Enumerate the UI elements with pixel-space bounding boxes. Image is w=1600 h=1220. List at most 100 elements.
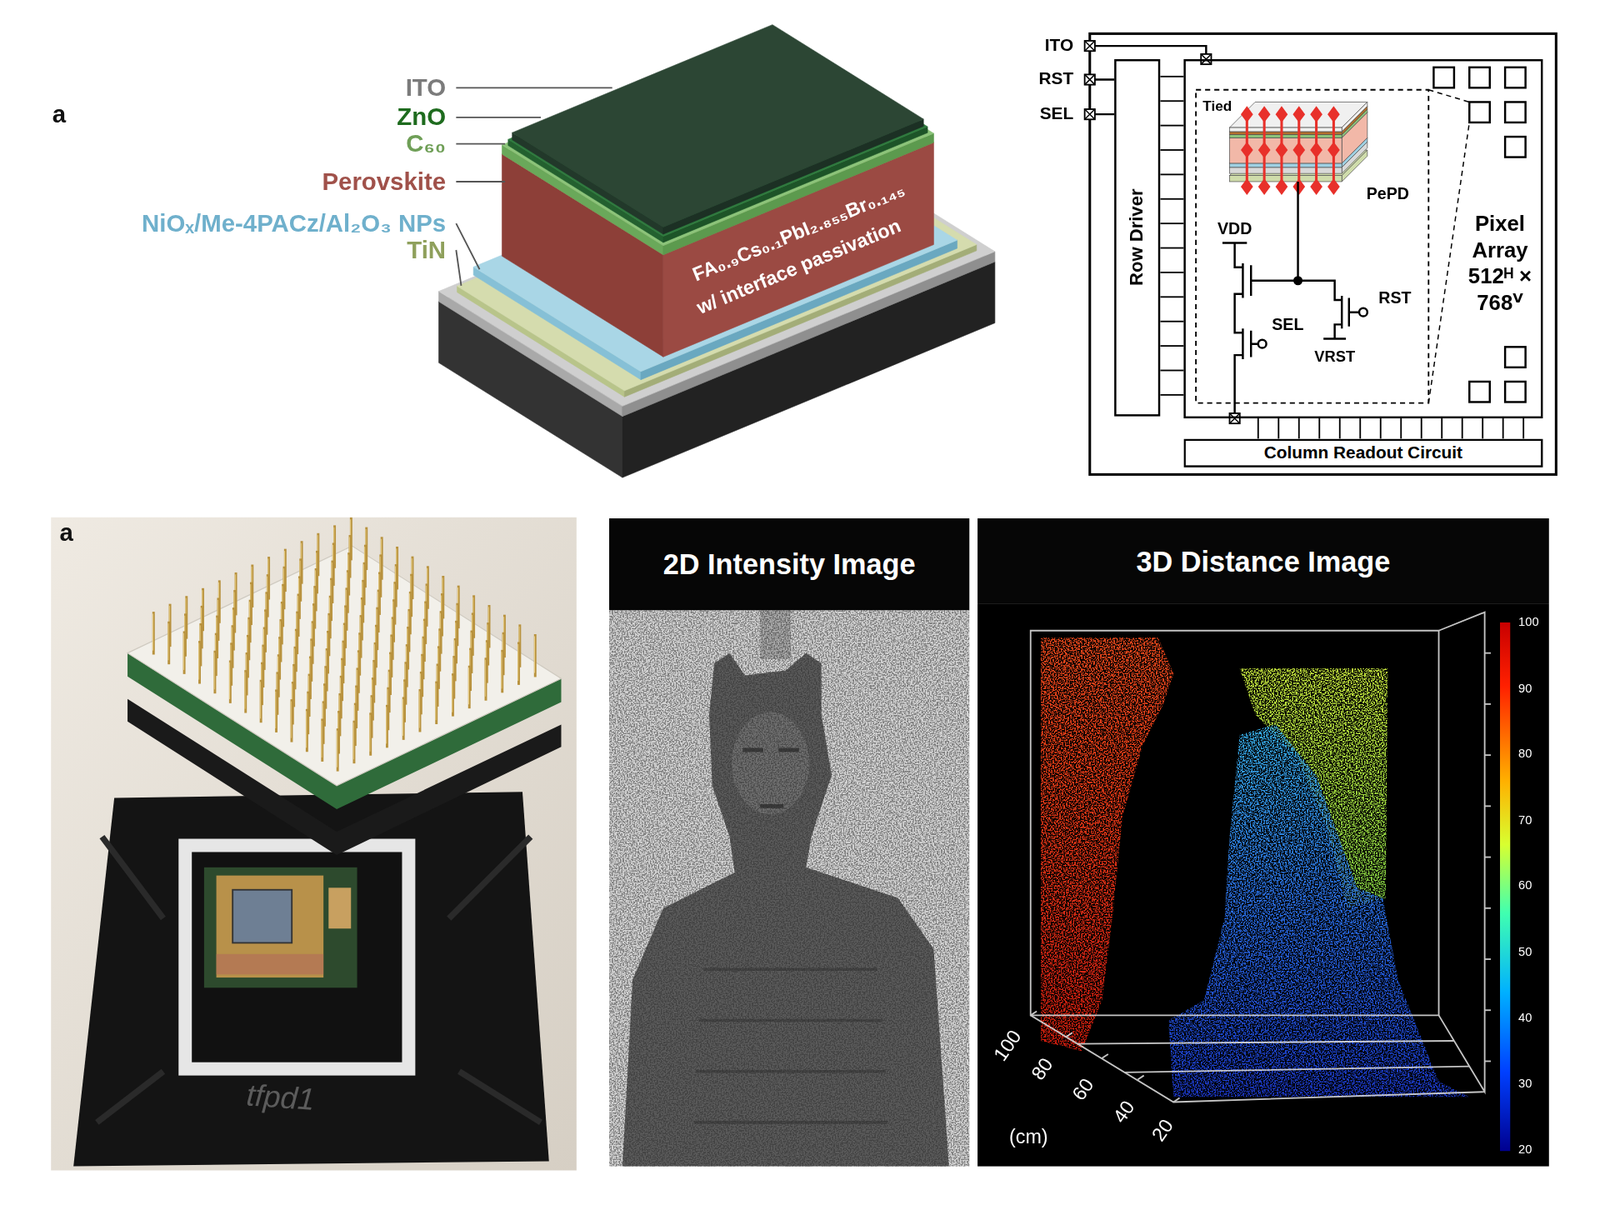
box-label: Column Readout Circuit [1264, 442, 1463, 465]
sensor-circuit [1085, 40, 1095, 51]
chip-photo [96, 836, 541, 1123]
chip-photo [321, 720, 323, 758]
layer-note: Tied [1202, 98, 1232, 115]
chip-photo [352, 720, 355, 764]
distance-plot [1485, 652, 1491, 655]
layer-label: TiN [406, 236, 446, 264]
pixel-array-block: Pixel Array 512ᴴ × 768ⱽ [1183, 59, 1543, 419]
chip-photo [369, 712, 372, 755]
chip-photo [167, 621, 170, 665]
chip-photo [213, 650, 216, 694]
chip-photo [435, 681, 438, 725]
sensor-circuit [1160, 394, 1184, 396]
chip-photo [73, 791, 550, 1166]
sensor-circuit [1310, 105, 1323, 123]
chip-photo [50, 517, 577, 1171]
chip-photo [290, 701, 292, 739]
colorbar-tick-label: 50 [1518, 945, 1532, 959]
axis-unit: (cm) [1009, 1127, 1049, 1150]
layer-label: ZnO [396, 104, 446, 131]
colorbar-tick-label: 70 [1518, 813, 1532, 827]
layer-label: C₆₀ [405, 130, 446, 157]
colorbar-tick-label: 20 [1518, 1143, 1532, 1157]
sensor-circuit [1469, 381, 1490, 402]
row-driver-block: Row Driver [1114, 59, 1160, 417]
sensor-circuit [1240, 141, 1254, 159]
chip-photo [485, 657, 488, 700]
chip-photo [260, 680, 263, 723]
sensor-circuit [1160, 173, 1184, 175]
distance-plot [1030, 1015, 1485, 1102]
chip-photo [485, 660, 486, 697]
chip-photo [232, 890, 292, 944]
chip-photo [183, 630, 186, 674]
distance-plot [1485, 856, 1491, 859]
chip-photo [229, 662, 230, 700]
intensity-image [609, 610, 970, 1166]
distance-plot [1066, 1032, 1073, 1037]
chip-photo [305, 709, 309, 752]
distance-plot [1439, 612, 1485, 1093]
sensor-circuit [1258, 178, 1271, 195]
leader-line [455, 87, 612, 286]
chip-photo [183, 633, 185, 670]
sensor-circuit [1505, 101, 1525, 122]
chip-photo [204, 867, 358, 988]
chip-photo [216, 875, 325, 978]
distance-plot [977, 604, 1550, 1167]
sensor-circuit [1433, 67, 1454, 88]
chip-photo [435, 683, 436, 720]
chip-photo [336, 728, 340, 771]
sensor-circuit [1294, 276, 1302, 285]
chip-photo [500, 650, 504, 693]
distance-plot [1030, 630, 1440, 1016]
chip-photo [127, 545, 561, 786]
chip-photo [402, 699, 404, 736]
sensor-circuit [1160, 75, 1184, 78]
chip-photo [214, 652, 215, 690]
layer-label: ITO [405, 74, 446, 101]
pin-name: SEL [1040, 105, 1074, 125]
chip-photo [178, 839, 415, 1076]
chip-photo [260, 681, 261, 719]
chip-photo [451, 673, 455, 716]
distance-plot [1485, 907, 1491, 910]
chip-photo [275, 691, 276, 729]
sensor-circuit [1257, 418, 1260, 439]
distance-plot [1077, 1040, 1470, 1073]
sensor-circuit [1258, 340, 1267, 349]
chip-photo [419, 690, 420, 728]
chip-photo [353, 722, 355, 760]
distance-plot [1030, 612, 1491, 1103]
sensor-circuit [1160, 345, 1184, 347]
sensor-circuit [1341, 101, 1368, 132]
sensor-circuit [1505, 381, 1525, 402]
sensor-circuit [1160, 247, 1184, 250]
axis-tick-label: 20 [1148, 1115, 1179, 1146]
axis-tick-label: 40 [1109, 1097, 1140, 1128]
sensor-circuit [1085, 33, 1557, 475]
sensor-circuit [1310, 178, 1323, 195]
chip-photo [336, 730, 338, 768]
distance-plot [1040, 637, 1174, 1051]
sensor-circuit [1160, 100, 1184, 102]
sensor-circuit [1420, 418, 1423, 439]
leader-line [455, 87, 612, 286]
chip-photo [501, 651, 503, 689]
distance-plot [1030, 1010, 1037, 1015]
sensor-circuit [1258, 141, 1271, 159]
sensor-circuit [1235, 328, 1259, 414]
colorbar-tick-label: 100 [1518, 615, 1540, 630]
sensor-circuit [1085, 74, 1095, 85]
panel-header: 3D Distance Image [977, 518, 1550, 605]
panel-letter: a [59, 519, 73, 546]
sensor-circuit [1240, 178, 1254, 195]
chip-photo [275, 689, 278, 732]
chip-photo [152, 614, 154, 651]
signal-name: VDD [1217, 220, 1252, 239]
chip-photo [152, 611, 155, 655]
box-label: Pixel Array 512ᴴ × 768ⱽ [1465, 210, 1535, 318]
sensor-circuit [1428, 90, 1470, 404]
chip-photo [451, 675, 453, 713]
distance-plot [1030, 653, 1491, 1103]
